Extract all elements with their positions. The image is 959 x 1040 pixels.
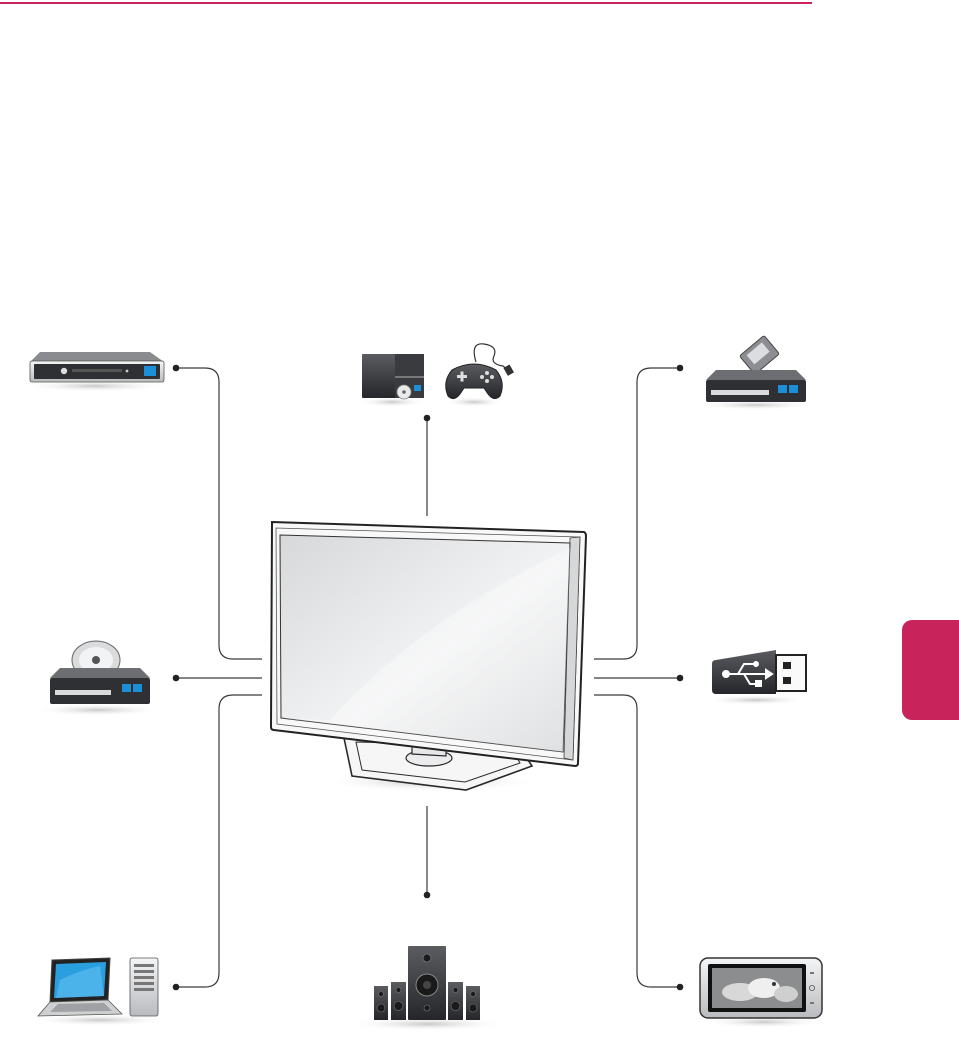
speaker-system-icon (348, 946, 508, 1031)
line-receiver (594, 368, 680, 659)
tv-monitor-icon (271, 522, 586, 792)
line-phone (594, 695, 680, 987)
laptop-and-desktop-pc-icon (30, 958, 170, 1026)
dvd-player-icon (33, 641, 163, 716)
usb-stick-icon (704, 650, 808, 705)
line-set-top-box (176, 368, 262, 659)
smartphone-icon (700, 958, 826, 1028)
set-top-box-icon (20, 352, 170, 392)
receiver-with-card-icon (696, 335, 816, 410)
line-pc (176, 695, 262, 987)
game-console-and-gamepad-icon (358, 344, 514, 407)
